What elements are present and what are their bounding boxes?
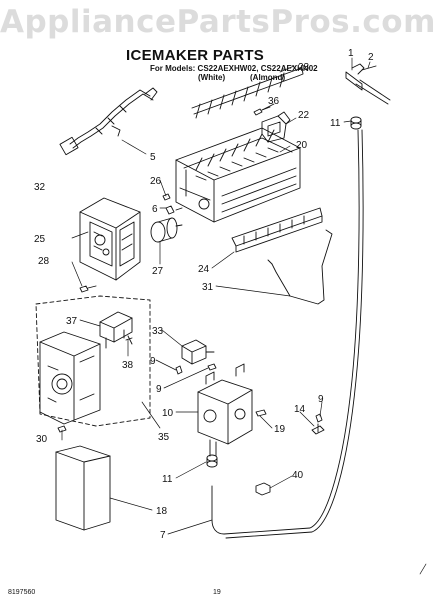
clamp-part-14 xyxy=(311,425,325,435)
callout-label: 11 xyxy=(162,474,173,485)
callout-label: 20 xyxy=(296,140,308,151)
insulation-part-18 xyxy=(55,445,111,531)
shutoff-arm-part-31 xyxy=(267,229,333,305)
callout-label: 38 xyxy=(122,360,134,371)
callout-label: 35 xyxy=(158,432,170,443)
callout-label: 10 xyxy=(162,408,174,419)
watermark: AppliancePartsPros.com xyxy=(0,4,434,40)
callout-label: 31 xyxy=(202,282,214,293)
part-26 xyxy=(162,193,171,201)
part-6 xyxy=(165,205,183,215)
mold-and-heater-part xyxy=(175,127,301,223)
ice-ejector-part xyxy=(191,67,304,119)
callout-label: 25 xyxy=(34,234,46,245)
screw-part-38 xyxy=(125,335,133,345)
module-cover-part-25 xyxy=(79,197,141,281)
bracket-part-22 xyxy=(261,111,291,143)
callout-label: 9 xyxy=(156,384,162,395)
grommet-part-11-lower xyxy=(206,454,218,468)
callout-label: 11 xyxy=(330,118,341,129)
callout-label: 27 xyxy=(152,266,164,277)
front-cover-part-24 xyxy=(231,207,323,253)
gear-part-27 xyxy=(150,217,183,243)
fill-tube-part-7 xyxy=(211,129,360,535)
callout-label: 37 xyxy=(66,316,78,327)
corner-mark xyxy=(419,563,427,575)
callout-label: 19 xyxy=(274,424,286,435)
callout-label: 33 xyxy=(152,326,164,337)
callout-label: 5 xyxy=(150,152,156,163)
callout-label: 7 xyxy=(160,530,166,541)
callout-label: 1 xyxy=(348,48,354,59)
grommet-part-11-top xyxy=(350,116,362,130)
part-9c xyxy=(315,413,323,433)
callout-label: 14 xyxy=(294,404,306,415)
page-title: ICEMAKER PARTS xyxy=(126,47,265,64)
part-9a xyxy=(175,365,183,375)
callout-label: 6 xyxy=(152,204,158,215)
callout-label: 23 xyxy=(298,62,310,73)
nut-part-40 xyxy=(255,482,271,496)
wire-harness-part xyxy=(59,87,158,156)
leader-lines xyxy=(61,57,371,535)
callout-label: 18 xyxy=(156,506,168,517)
variant-almond: (Almond) xyxy=(250,73,286,82)
part-9b xyxy=(207,363,217,371)
document-number: 8197560 xyxy=(8,589,36,596)
motor-assembly-box-35 xyxy=(35,295,151,427)
callout-label: 9 xyxy=(318,394,324,405)
callout-label: 22 xyxy=(298,110,310,121)
callout-label: 9 xyxy=(150,356,156,367)
part-33 xyxy=(181,339,215,365)
motor-part-37 xyxy=(99,311,133,349)
callout-label: 30 xyxy=(36,434,48,445)
fill-tube-parts-1-2 xyxy=(345,63,391,105)
callout-label: 28 xyxy=(38,256,50,267)
callout-label: 26 xyxy=(150,176,162,187)
models-line: For Models: CS22AEXHW02, CS22AEXHN02 xyxy=(150,64,318,73)
screw-part-36 xyxy=(253,106,271,116)
screw-part-30 xyxy=(57,425,67,433)
page-number: 19 xyxy=(213,589,221,596)
screw-part-19 xyxy=(255,409,267,417)
callout-label: 40 xyxy=(292,470,304,481)
callout-labels: 1 2 23 36 22 11 5 20 32 26 6 25 27 28 24… xyxy=(34,48,374,541)
screw-part-28 xyxy=(79,285,97,293)
fill-tube-part-7-outer xyxy=(225,129,364,539)
callout-label: 2 xyxy=(368,52,374,63)
callout-label: 36 xyxy=(268,96,280,107)
water-valve-part-10 xyxy=(197,363,253,457)
callout-label: 24 xyxy=(198,264,210,275)
callout-label: 32 xyxy=(34,182,46,193)
variant-white: (White) xyxy=(198,73,226,82)
